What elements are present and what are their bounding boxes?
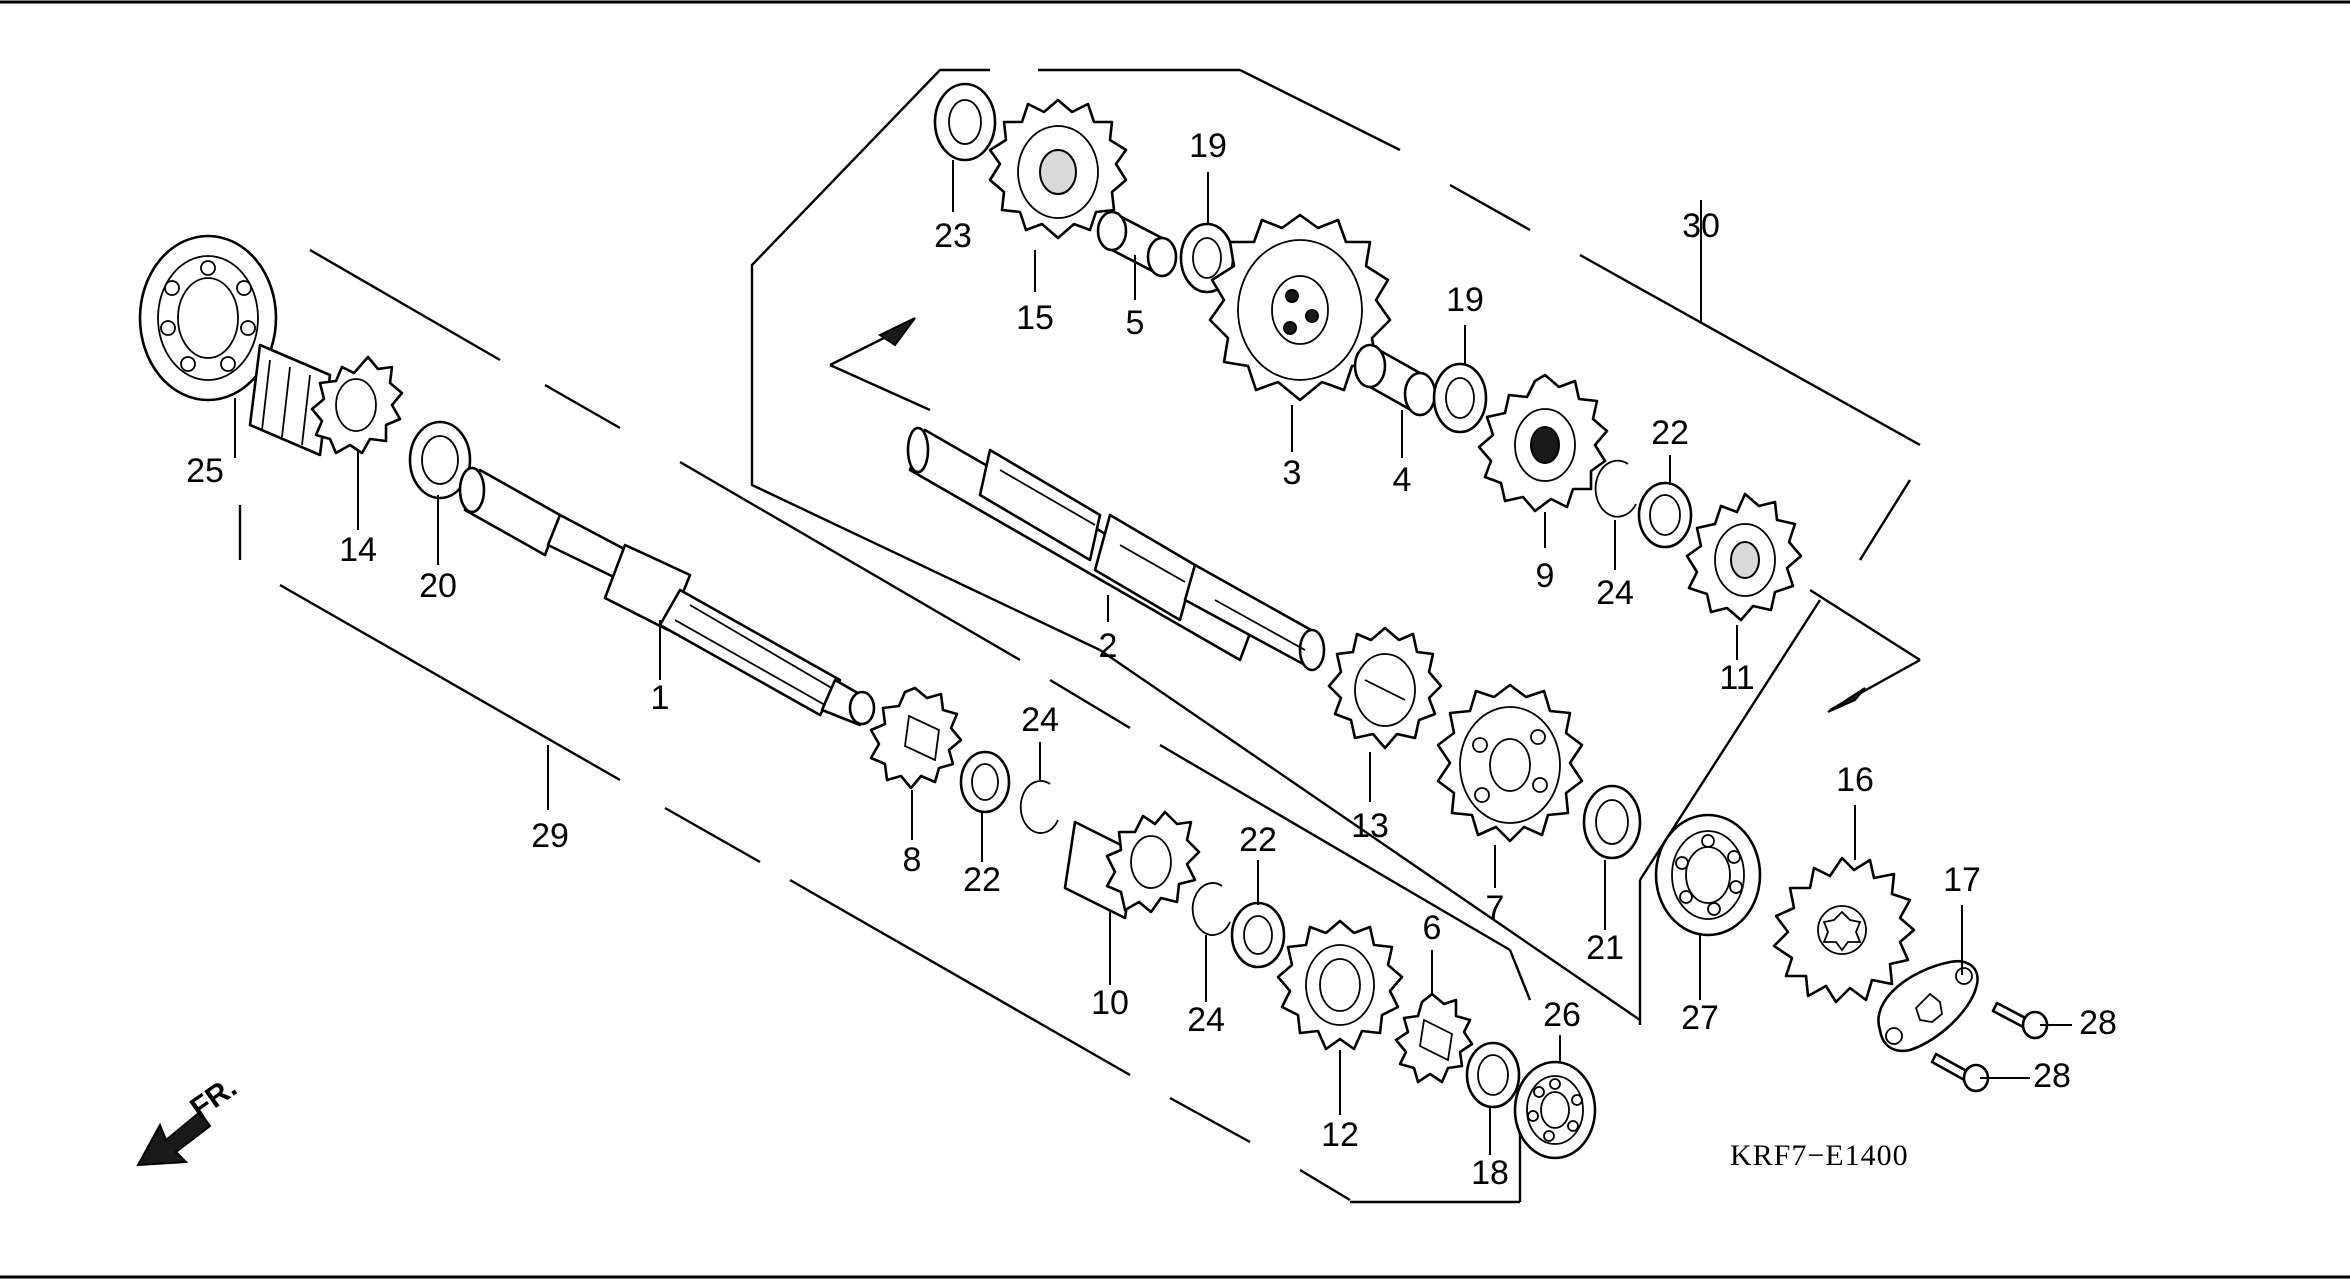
callout-11: 11: [1719, 659, 1754, 697]
part-gear-9: [1477, 373, 1609, 513]
callout-4: 4: [1393, 461, 1412, 499]
part-washer-20: [408, 420, 472, 500]
part-gear-13: [1327, 626, 1443, 750]
part-washer-19b: [1432, 362, 1488, 434]
callout-12: 12: [1321, 1116, 1359, 1154]
part-splined-washer-22c: [1230, 901, 1286, 969]
callout-19b: 19: [1446, 281, 1484, 319]
callout-labels: 23 15 5 19 3 4 19 9 24 22 11 30 2 13 7 2…: [186, 127, 2117, 1192]
front-arrow-icon: [136, 1110, 212, 1167]
callout-23: 23: [934, 217, 972, 255]
front-direction-indicator: FR.: [136, 1071, 243, 1167]
callout-8: 8: [903, 841, 922, 879]
callout-15: 15: [1016, 299, 1054, 337]
callout-10: 10: [1091, 984, 1129, 1022]
part-bushing-4: [1353, 343, 1437, 417]
part-fixing-plate-17: [1877, 959, 1979, 1053]
leader-lines: [234, 160, 2072, 1155]
part-bushing-5: [1096, 210, 1178, 278]
callout-30: 30: [1682, 207, 1720, 245]
mainshaft-assembly-bracket: [238, 248, 1532, 1204]
part-gear-7: [1436, 683, 1584, 843]
part-bolt-28a: [1991, 1001, 2049, 1040]
countershaft-assembly-bracket: [750, 68, 1921, 1025]
callout-9: 9: [1536, 557, 1555, 595]
part-bearing-27: [1654, 813, 1762, 937]
part-circlip-24b: [1019, 780, 1059, 834]
callout-14: 14: [339, 531, 377, 569]
part-washer-21: [1582, 784, 1642, 860]
callout-13: 13: [1351, 807, 1389, 845]
part-gear-6: [1394, 992, 1474, 1084]
callout-28b: 28: [2033, 1057, 2071, 1095]
callout-7: 7: [1486, 889, 1505, 927]
callout-6: 6: [1423, 909, 1442, 947]
callout-24c: 24: [1187, 1001, 1225, 1039]
callout-22c: 22: [1239, 821, 1277, 859]
callout-18: 18: [1471, 1154, 1509, 1192]
callout-17: 17: [1943, 861, 1981, 899]
part-washer-23: [933, 82, 997, 162]
part-bearing-26: [1513, 1060, 1597, 1160]
callout-21: 21: [1586, 929, 1624, 967]
callout-27: 27: [1681, 999, 1719, 1037]
callout-24b: 24: [1021, 701, 1059, 739]
callout-24a: 24: [1596, 574, 1634, 612]
callout-29: 29: [531, 817, 569, 855]
part-circlip-24a: [1594, 459, 1637, 518]
part-gear-11: [1685, 492, 1803, 622]
part-gear-3: [1208, 213, 1392, 402]
diagram-code: KRF7−E1400: [1730, 1139, 1909, 1172]
part-circlip-24c: [1191, 882, 1231, 936]
part-washer-18: [1465, 1041, 1521, 1109]
callout-22a: 22: [1651, 414, 1689, 452]
callout-16: 16: [1836, 761, 1874, 799]
part-gear-14: [248, 343, 404, 457]
callout-2: 2: [1099, 627, 1118, 665]
part-countershaft-2: [906, 426, 1326, 672]
callout-3: 3: [1283, 454, 1302, 492]
callout-19a: 19: [1189, 127, 1227, 165]
part-gear-15: [988, 98, 1128, 240]
callout-26: 26: [1543, 996, 1581, 1034]
part-splined-washer-22a: [1637, 481, 1693, 549]
callout-1: 1: [651, 679, 670, 717]
part-gear-10: [1063, 810, 1201, 920]
callout-22b: 22: [963, 861, 1001, 899]
callout-25: 25: [186, 452, 224, 490]
callout-20: 20: [419, 567, 457, 605]
part-gear-12: [1276, 919, 1404, 1051]
part-drive-sprocket-16: [1772, 856, 1916, 1004]
part-splined-washer-22b: [959, 750, 1011, 814]
part-mainshaft-1: [458, 466, 876, 727]
part-gear-8: [869, 686, 963, 790]
callout-28a: 28: [2079, 1004, 2117, 1042]
callout-5: 5: [1126, 304, 1145, 342]
part-bolt-28b: [1930, 1052, 1990, 1093]
part-bearing-25: [138, 234, 278, 402]
